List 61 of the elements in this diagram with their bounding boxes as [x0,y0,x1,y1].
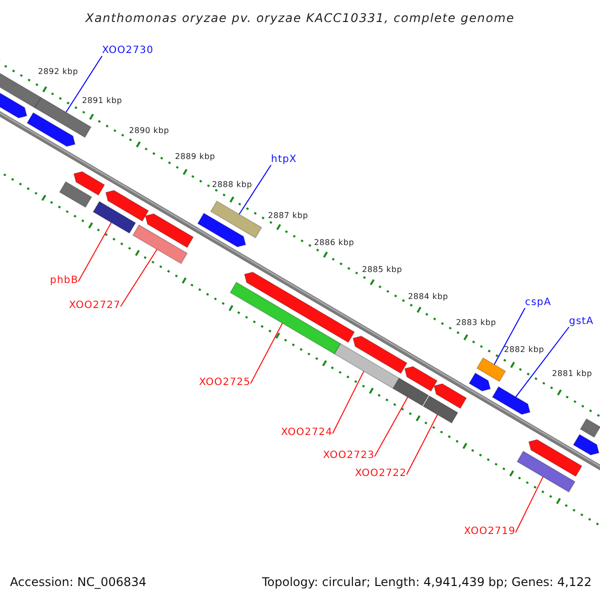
gene-label: XOO2722 [355,469,407,479]
scale-label: 2890 kbp [129,127,170,135]
gene-label: htpX [271,155,297,165]
leader-line [515,476,544,533]
gene-bar [572,434,600,456]
scale-label: 2881 kbp [552,370,592,378]
leader-line [120,248,158,307]
gene-bar [73,171,106,196]
gene-bar [434,383,467,409]
gene-label: XOO2724 [281,428,333,438]
leader-line [406,414,438,475]
gene-bar [476,357,506,382]
gene-label: XOO2725 [199,378,251,388]
gene-bar [404,366,438,392]
leader-line [250,322,283,384]
leader-line [78,222,112,282]
scale-label: 2886 kbp [314,239,354,247]
scale-label: 2885 kbp [362,266,402,274]
leader-line [515,326,570,398]
leader-line [66,56,102,113]
gene-bar [59,181,92,208]
scale-label: 2889 kbp [175,153,216,161]
scale-label: 2888 kbp [212,181,252,189]
leader-line [374,396,408,457]
gene-label: XOO2719 [464,527,516,537]
gene-label: XOO2723 [323,451,375,461]
gene-bar [244,272,355,343]
gene-bar [144,213,194,248]
gene-bar [92,200,136,234]
gene-bar [105,190,149,222]
scale-label: 2884 kbp [408,293,448,301]
gene-bar [352,336,408,374]
gene-bar [26,112,76,147]
gene-label: gstA [569,317,594,327]
gene-bar [528,439,582,477]
gene-bar [516,450,576,493]
scale-label: 2883 kbp [456,319,496,327]
gene-bar [468,372,491,392]
footer-text: Topology: circular; Length: 4,941,439 bp; Genes: 4,122 [262,576,592,588]
gene-bar [422,395,458,424]
scale-label: 2892 kbp [38,68,78,76]
gene-bar [334,343,400,390]
scale-label: 2887 kbp [268,212,308,220]
footer-text: Accession: NC_006834 [10,576,146,588]
gene-label: XOO2727 [69,301,121,311]
scale-label: 2891 kbp [82,97,122,105]
leader-line [332,370,364,434]
gene-bar [197,212,246,248]
gene-bar [492,386,530,415]
gene-bar [230,282,342,355]
gene-bar [210,200,262,238]
gene-bar [392,378,430,406]
gene-label: XOO2730 [102,46,154,56]
gene-label: phbB [50,276,78,286]
scale-label: 2882 kbp [504,346,544,354]
gene-bar [580,418,600,438]
title: Xanthomonas oryzae pv. oryzae KACC10331, complete genome [84,12,516,24]
gene-label: cspA [525,298,552,308]
leader-line [494,308,526,365]
gene-bar [132,224,188,264]
leader-line [238,164,272,215]
